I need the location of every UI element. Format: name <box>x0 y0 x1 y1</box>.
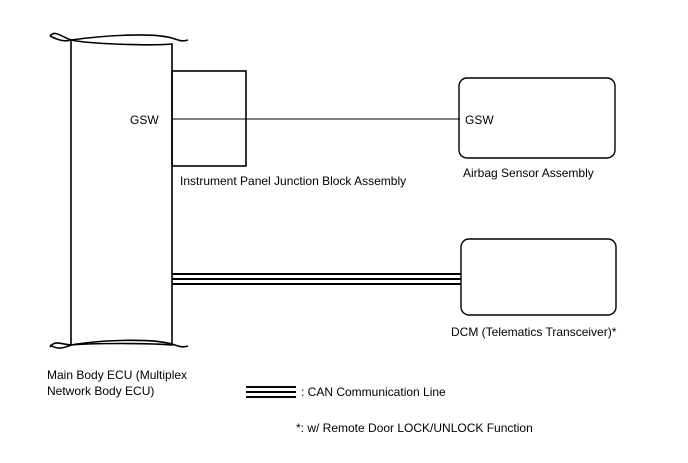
airbag-sensor-label: Airbag Sensor Assembly <box>463 166 594 180</box>
dcm-label: DCM (Telematics Transceiver)* <box>451 325 617 339</box>
junction-block-label: Instrument Panel Junction Block Assembly <box>180 174 406 188</box>
footnote: *: w/ Remote Door LOCK/UNLOCK Function <box>296 421 533 435</box>
legend-can-label: : CAN Communication Line <box>301 385 446 399</box>
main-body-ecu-shape <box>49 32 173 348</box>
ecu-gsw-label: GSW <box>130 113 159 127</box>
main-body-ecu-bottom-wave <box>49 339 189 349</box>
main-ecu-label-line1: Main Body ECU (Multiplex <box>47 368 187 382</box>
airbag-gsw-label: GSW <box>465 113 494 127</box>
main-body-ecu-top-wave <box>49 34 189 42</box>
can-communication-line <box>172 273 461 285</box>
airbag-sensor-box <box>458 77 616 159</box>
dcm-box <box>460 238 617 316</box>
legend-can-symbol <box>246 386 296 398</box>
main-ecu-label-line2: Network Body ECU) <box>47 384 154 398</box>
